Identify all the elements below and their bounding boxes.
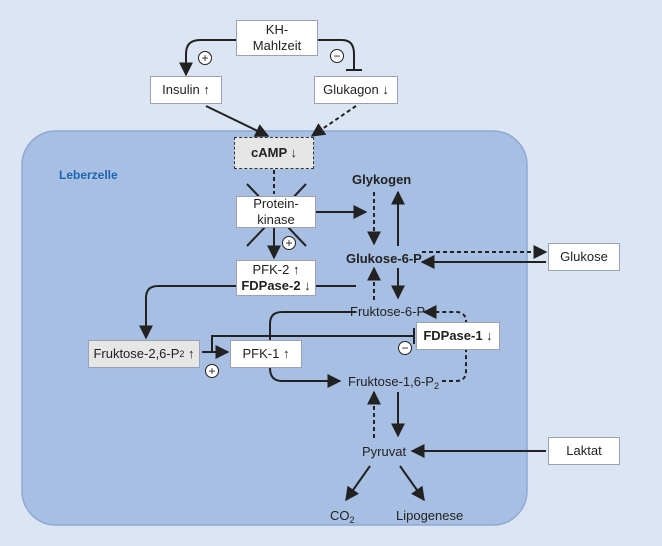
arrow-pyruvat-to-lipogenese (399, 465, 425, 502)
cell-title: Leberzelle (59, 168, 118, 182)
laktat-box: Laktat (548, 437, 620, 465)
plus-sign-pfk1: + (205, 364, 219, 378)
co2-label: CO (330, 508, 350, 523)
kh-mahlzeit-line2: Mahlzeit (252, 38, 302, 53)
f16p-label-wrap: Fruktose-1,6-P2 (348, 374, 439, 391)
inhibit-f26p-to-fdpase1 (211, 335, 414, 352)
arrow-meal-to-insulin (179, 39, 236, 77)
fdpase2-label: FDPase-2 ↓ (241, 278, 311, 293)
kh-mahlzeit-line1: KH- (265, 22, 289, 37)
fructose26-label: Fruktose-2,6-P (93, 346, 180, 361)
arrow-insulin-to-camp (205, 105, 270, 137)
laktat-label: Laktat (566, 443, 602, 458)
pfk1-label: PFK-1 ↑ (242, 346, 290, 361)
minus-sign-glukagon: − (330, 49, 344, 63)
pyruvat-label: Pyruvat (362, 444, 407, 459)
insulin-label: Insulin ↑ (162, 82, 210, 97)
arrow-f6p-to-f26p (139, 285, 356, 340)
pfk2-box: PFK-2 ↑ FDPase-2 ↓ (236, 260, 316, 296)
fructose26-suffix: ↑ (184, 346, 195, 361)
camp-box: cAMP ↓ (234, 137, 314, 169)
arrow-glucagon-to-camp (310, 105, 357, 137)
glukagon-box: Glukagon ↓ (314, 76, 398, 104)
fdpase1-box: FDPase-1 ↓ (416, 322, 500, 350)
f6p-label: Fruktose-6-P (350, 304, 426, 319)
f16p-label: Fruktose-1,6-P (348, 374, 434, 389)
co2-subscript: 2 (349, 515, 355, 525)
camp-label: cAMP ↓ (251, 145, 297, 160)
arrow-pyruvat-to-co2 (345, 465, 371, 502)
lipogenese-label: Lipogenese (396, 508, 464, 523)
g6p-label: Glukose-6-P (346, 251, 422, 266)
glykogen-label: Glykogen (352, 172, 412, 187)
f16p-subscript: 2 (433, 381, 439, 391)
arrow-f16p-to-f6p (422, 305, 467, 382)
minus-sign-fdpase1: − (398, 341, 412, 355)
glukagon-label: Glukagon ↓ (323, 82, 389, 97)
insulin-box: Insulin ↑ (150, 76, 222, 104)
glukose-ext-label: Glukose (560, 249, 608, 264)
proteinkinase-line2: kinase (257, 212, 295, 227)
co2-label-wrap: CO2 (330, 508, 355, 525)
glukose-ext-box: Glukose (548, 243, 620, 271)
kh-mahlzeit-box: KH- Mahlzeit (236, 20, 318, 56)
proteinkinase-line1: Protein- (253, 196, 299, 211)
proteinkinase-box: Protein- kinase (236, 196, 316, 228)
fructose26-subscript: 2 (179, 349, 185, 359)
pfk2-label: PFK-2 ↑ (252, 262, 300, 277)
pfk1-box: PFK-1 ↑ (230, 340, 302, 368)
plus-sign-pfk2: + (282, 236, 296, 250)
fdpase1-label: FDPase-1 ↓ (423, 328, 493, 343)
inhibit-meal-to-glucagon (318, 39, 355, 70)
plus-sign-insulin: + (198, 51, 212, 65)
